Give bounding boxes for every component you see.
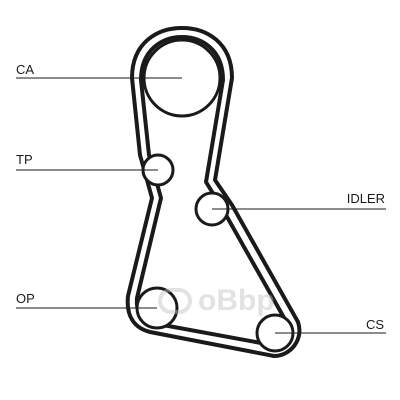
op-label: OP <box>16 291 35 306</box>
ca-label: CA <box>16 62 35 77</box>
idler-label: IDLER <box>346 191 385 206</box>
watermark-text: oBbp <box>198 284 275 317</box>
cs-label: CS <box>365 317 384 332</box>
watermark: oBbp <box>158 284 275 318</box>
watermark-logo-icon <box>158 288 192 314</box>
belt-outer-edge <box>125 26 302 358</box>
tp-label: TP <box>16 152 33 167</box>
